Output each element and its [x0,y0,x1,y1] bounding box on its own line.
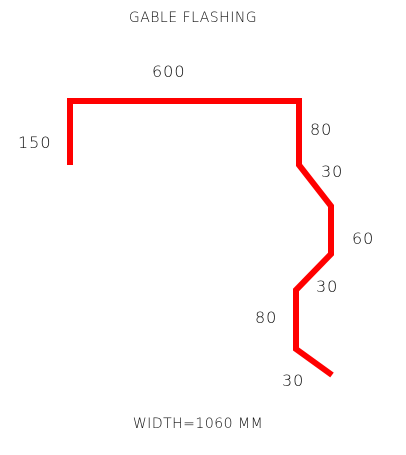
segment-label-3: 80 [310,120,332,139]
width-label: WIDTH=1060 MM [133,416,263,432]
flashing-profile [67,98,334,378]
segment-label-8: 30 [282,371,304,390]
segment-label-5: 60 [352,229,374,248]
diagram-title: GABLE FLASHING [129,10,257,26]
segment-label-4: 30 [321,162,343,181]
segment-label-7: 80 [255,308,277,327]
segment-label-1: 150 [18,133,52,152]
segment-label-6: 30 [316,277,338,296]
segment-label-2: 600 [152,62,186,81]
